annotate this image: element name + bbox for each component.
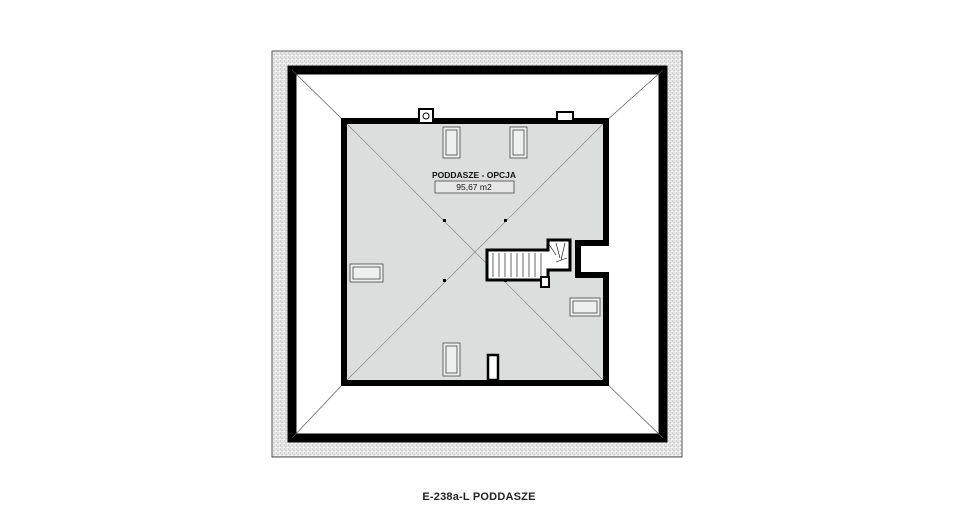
staircase: [485, 238, 572, 288]
outer-wall: [287, 65, 668, 443]
roof-hip-lines: [291, 69, 664, 439]
room-label: PODDASZE - OPCJA 95,67 m2: [432, 170, 516, 194]
room-name: PODDASZE - OPCJA: [432, 170, 516, 180]
chimney-flues: [418, 108, 574, 124]
area-box: [434, 180, 515, 194]
wall-stub: [486, 353, 500, 382]
room-area: 95,67 m2: [456, 182, 492, 192]
floor-diagonals: [346, 123, 604, 381]
roof-windows: [349, 126, 601, 377]
plan-title: E-238a-L PODDASZE: [422, 491, 535, 503]
